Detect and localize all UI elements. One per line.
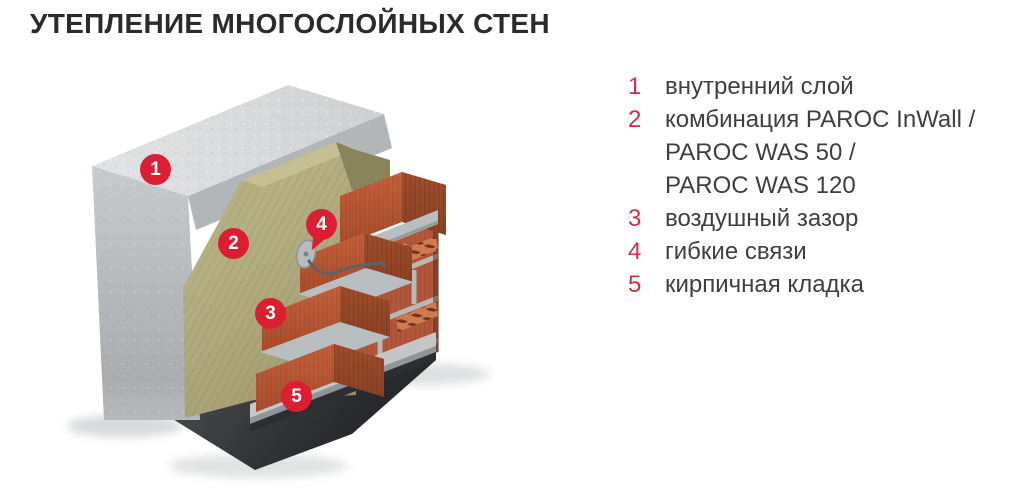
- marker-2-number: 2: [228, 232, 239, 254]
- marker-5-number: 5: [291, 385, 302, 407]
- brick-course-2: [298, 233, 414, 308]
- flexible-tie-anchor: [295, 239, 387, 276]
- brick-course-4: [256, 344, 384, 412]
- legend-label-3: воздушный зазор: [665, 205, 859, 232]
- legend-number-2: 2: [628, 106, 642, 133]
- legend-item-2: 2 комбинация PAROC InWall / PAROC WAS 50…: [628, 103, 975, 202]
- legend-label-4: гибкие связи: [665, 238, 807, 265]
- legend-label-2-line-2: PAROC WAS 50 /: [665, 139, 856, 166]
- legend-item-5: 5 кирпичная кладка: [628, 268, 975, 301]
- marker-2: 2: [218, 228, 249, 259]
- marker-1-number: 1: [150, 158, 161, 180]
- legend-number-1: 1: [628, 73, 642, 100]
- marker-1: 1: [140, 154, 171, 185]
- mortar-bed-3: [260, 322, 390, 367]
- legend-label-2-line-3: PAROC WAS 120: [665, 172, 856, 199]
- marker-4: 4: [306, 209, 337, 254]
- marker-3-number: 3: [265, 302, 276, 324]
- page-title: УТЕПЛЕНИЕ МНОГОСЛОЙНЫХ СТЕН: [30, 8, 550, 39]
- legend-number-3: 3: [628, 205, 642, 232]
- legend-label-5: кирпичная кладка: [665, 271, 864, 298]
- legend-label-2: комбинация PAROC InWall / PAROC WAS 50 /…: [665, 103, 975, 202]
- legend-number-4: 4: [628, 238, 642, 265]
- marker-4-number: 4: [316, 213, 327, 235]
- legend-item-1: 1 внутренний слой: [628, 70, 975, 103]
- legend-label-1: внутренний слой: [665, 73, 854, 100]
- legend: 1 внутренний слой 2 комбинация PAROC InW…: [628, 70, 975, 301]
- legend-item-4: 4 гибкие связи: [628, 235, 975, 268]
- insulation-top-face: [242, 142, 356, 187]
- marker-3: 3: [255, 298, 286, 329]
- legend-item-3: 3 воздушный зазор: [628, 202, 975, 235]
- brick-course-1: [337, 172, 446, 264]
- marker-5: 5: [281, 381, 312, 412]
- brick-course-3: [260, 286, 390, 367]
- legend-label-2-line-1: комбинация PAROC InWall /: [665, 106, 976, 133]
- legend-number-5: 5: [628, 271, 642, 298]
